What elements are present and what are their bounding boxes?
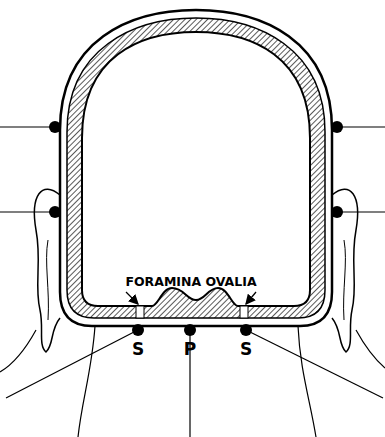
sphenoidal-electrode: [132, 324, 144, 336]
foramina-label: FORAMINA OVALIA: [125, 276, 256, 289]
electrode: [331, 121, 343, 133]
electrode: [49, 206, 61, 218]
scalp-outline: [60, 10, 332, 326]
ear: [332, 189, 358, 352]
skull-bone: [67, 18, 325, 318]
ear-fold: [47, 240, 49, 320]
sphenoidal-electrode: [240, 324, 252, 336]
neck-line: [78, 326, 95, 437]
pointer-arrow: [246, 292, 256, 304]
electrode-wire: [250, 332, 383, 398]
electrode-label: P: [184, 341, 196, 358]
ear: [34, 189, 60, 352]
electrode-wire: [0, 126, 55, 127]
foramen-ovale: [240, 306, 248, 318]
neck-line: [298, 326, 316, 437]
pointer-arrow: [126, 292, 138, 304]
electrode-wire: [337, 126, 385, 127]
electrode: [331, 206, 343, 218]
electrode-label: S: [240, 341, 252, 358]
electrode-wire: [0, 211, 55, 212]
foramen-ovale: [136, 306, 144, 318]
electrode: [49, 121, 61, 133]
pharyngeal-electrode: [184, 324, 196, 336]
head-outline: [356, 330, 385, 368]
ear-fold: [344, 240, 346, 320]
electrode-label: S: [132, 341, 144, 358]
electrode-wire: [337, 211, 385, 212]
cranial-cavity: [82, 32, 310, 306]
head-outline: [0, 330, 36, 372]
electrode-wire: [6, 332, 134, 398]
